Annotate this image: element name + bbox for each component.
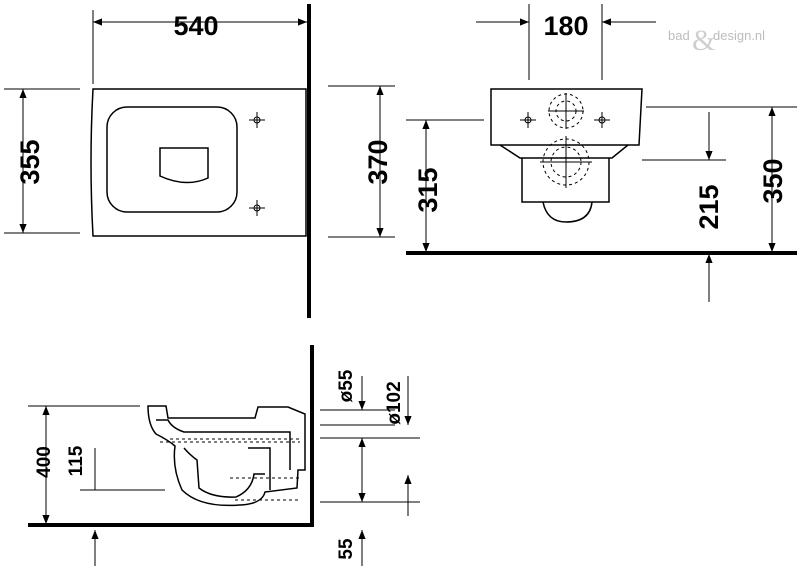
top-view: 540 355 370: [4, 4, 395, 318]
dimension-total-height: 350: [758, 158, 788, 203]
outlet-hole: [159, 147, 209, 184]
outlet-circle: [540, 136, 592, 188]
dimension-total-depth: 370: [363, 139, 393, 184]
dimension-fixing-height: 315: [413, 167, 443, 212]
fixing-mark: [249, 112, 265, 128]
bowl-front-trap: [542, 201, 593, 223]
dimension-inlet-diameter: ø55: [336, 369, 357, 402]
bowl-front-body: [490, 88, 643, 146]
toilet-profile: [147, 405, 306, 507]
seat-edge: [156, 419, 250, 433]
dimension-fixing-width: 180: [543, 11, 588, 41]
outlet-pipe: [248, 447, 271, 490]
dimension-outlet-height: 215: [694, 184, 724, 229]
dimension-seat-depth: 355: [15, 139, 45, 184]
inlet-pipe: [250, 431, 291, 470]
fixing-mark: [249, 200, 265, 216]
bowl-outline: [90, 88, 307, 237]
watermark: bad & design.nl: [668, 24, 765, 57]
inlet-circle: [548, 93, 584, 129]
bowl-rim: [106, 106, 238, 213]
side-view: 400 115 ø55 ø102 55: [28, 345, 420, 566]
dimension-outlet-diameter: ø102: [384, 381, 405, 424]
dimension-seat-height: 400: [34, 446, 55, 478]
dimension-wall-offset: 55: [336, 538, 357, 560]
trap-inner: [183, 447, 265, 498]
front-view: 180 315 215 350: [406, 4, 797, 302]
dimension-width: 540: [173, 11, 218, 41]
watermark-left: bad: [668, 28, 690, 43]
watermark-amp: &: [692, 24, 715, 57]
fixing-mark: [594, 112, 610, 128]
fixing-mark: [520, 112, 536, 128]
bowl-front-connector: [521, 158, 610, 203]
watermark-right: design.nl: [713, 28, 765, 43]
dimension-outlet-height-side: 115: [66, 445, 87, 476]
